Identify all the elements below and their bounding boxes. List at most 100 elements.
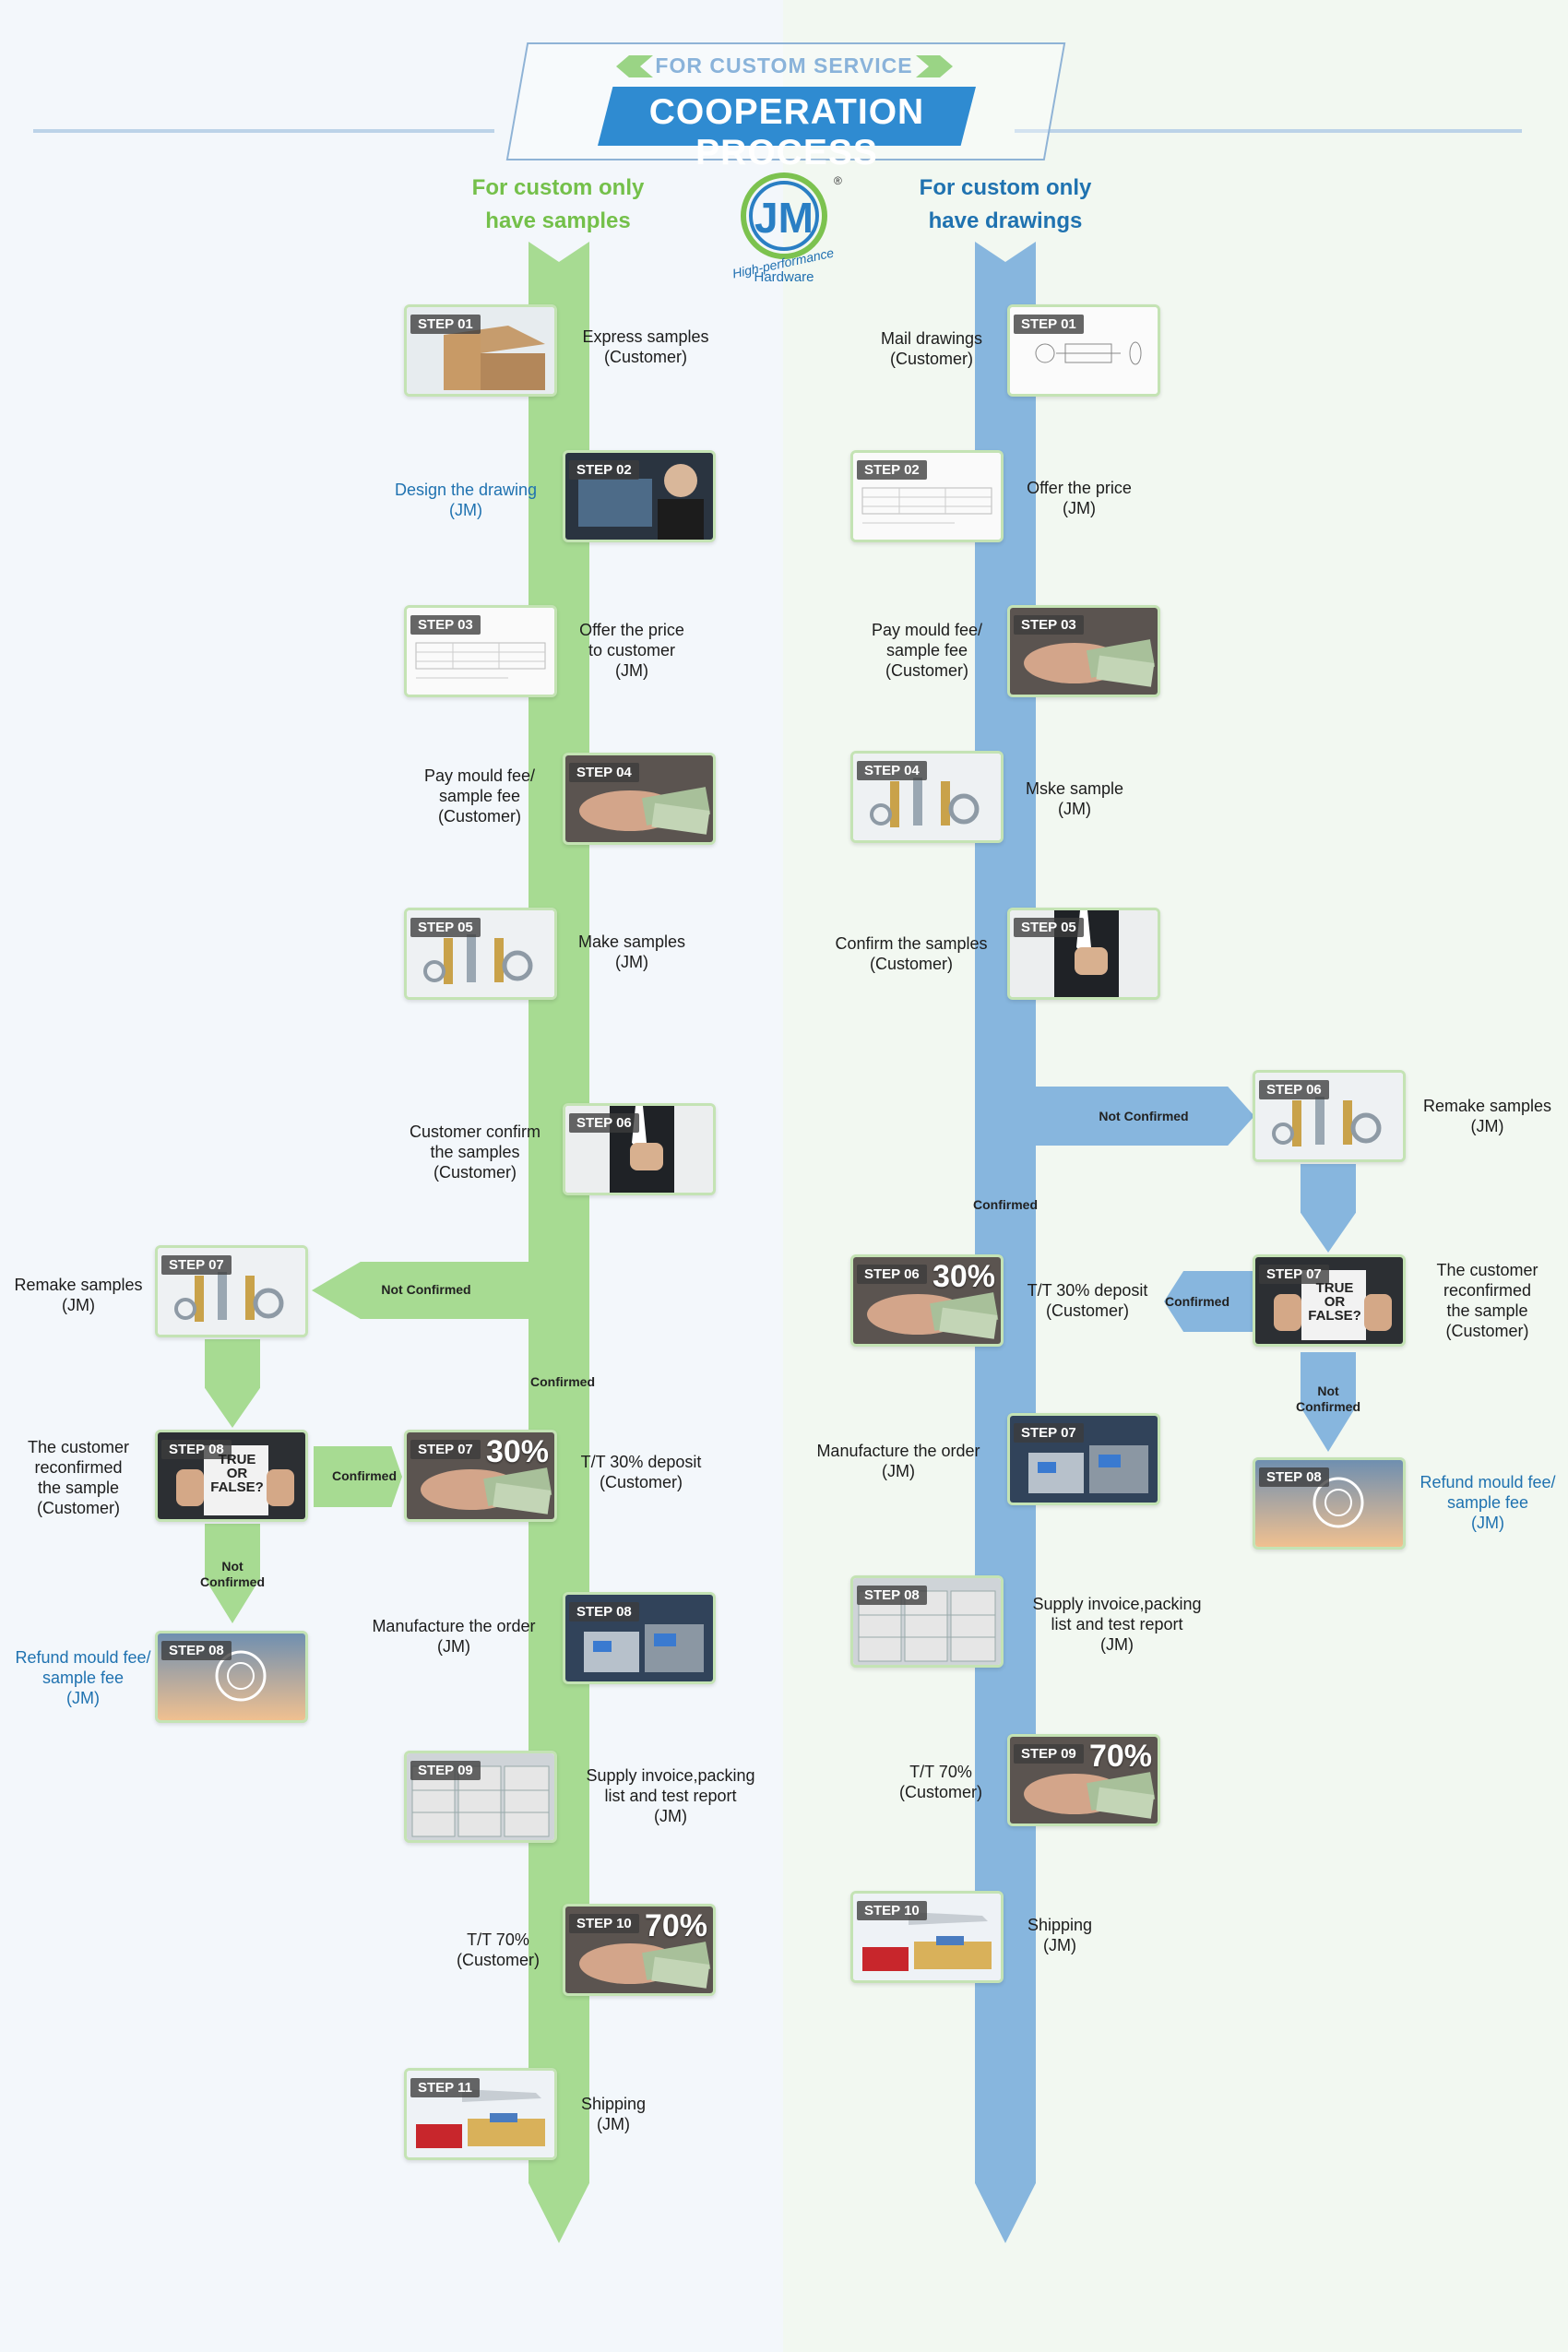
card-text: TRUE OR FALSE?: [1308, 1280, 1361, 1324]
step-tag: STEP 10: [569, 1914, 639, 1933]
step-tag: STEP 07: [410, 1440, 481, 1459]
left-step-11-shipping-label: Shipping (JM): [580, 2095, 647, 2133]
right-step-4-label: Mske sample (JM): [1025, 779, 1124, 818]
right-step-2-label: Offer the price (JM): [1027, 479, 1132, 517]
right-flow-confirmed-side: Confirmed: [1165, 1294, 1229, 1309]
step-tag: STEP 08: [161, 1641, 232, 1660]
percent-badge: 70%: [644, 1908, 707, 1943]
left-step-7-remake-card: STEP 07: [155, 1245, 308, 1337]
step-tag: STEP 06: [857, 1265, 927, 1284]
step-tag: STEP 08: [857, 1586, 927, 1605]
left-step-7-deposit-label: T/T 30% deposit (Customer): [580, 1453, 702, 1491]
right-step-1-label: Mail drawings (Customer): [880, 329, 983, 368]
step-tag: STEP 03: [410, 615, 481, 635]
step-tag: STEP 10: [857, 1901, 927, 1920]
left-step-11-shipping-card: STEP 11: [404, 2068, 557, 2160]
left-step-6-label: Customer confirm the samples (Customer): [409, 1123, 541, 1182]
right-flow-confirmed: Confirmed: [973, 1197, 1038, 1212]
right-step-6-deposit-card: STEP 06 30%: [850, 1254, 1004, 1347]
step-tag: STEP 11: [410, 2078, 480, 2097]
left-step-10-balance-label: T/T 70% (Customer): [456, 1930, 540, 1969]
logo-ring: [741, 172, 827, 259]
left-flow-confirmed: Confirmed: [530, 1374, 595, 1389]
header-line-left: [33, 129, 494, 133]
right-step-10-shipping-card: STEP 10: [850, 1891, 1004, 1983]
step-tag: STEP 06: [569, 1113, 639, 1133]
right-confirmed-side-arrow: [1164, 1271, 1253, 1332]
hardware-icon: [853, 754, 1001, 840]
step-tag: STEP 09: [1014, 1744, 1084, 1764]
step-tag: STEP 05: [410, 918, 481, 937]
left-step-5-card: STEP 05: [404, 908, 557, 1000]
left-flow-confirmed-side: Confirmed: [332, 1468, 397, 1483]
left-step-4-label: Pay mould fee/ sample fee (Customer): [423, 766, 536, 826]
left-step-8-reconfirm-label: The customer reconfirmed the sample (Cus…: [27, 1438, 130, 1517]
money-icon: [407, 1432, 554, 1519]
left-remake-down-arrow: [205, 1339, 260, 1428]
right-step-9-balance-label: T/T 70% (Customer): [898, 1763, 982, 1801]
right-step-6-remake-label: Remake samples (JM): [1422, 1097, 1552, 1135]
right-step-9-balance-card: STEP 09 70%: [1007, 1734, 1160, 1826]
step-tag: STEP 07: [1014, 1423, 1084, 1443]
step-tag: STEP 02: [857, 460, 927, 480]
left-step-4-card: STEP 04: [563, 753, 716, 845]
step-tag: STEP 07: [161, 1255, 232, 1275]
left-step-9-invoice-label: Supply invoice,packing list and test rep…: [586, 1766, 755, 1825]
step-tag: STEP 08: [161, 1440, 232, 1459]
left-step-2-card: STEP 02: [563, 450, 716, 542]
right-step-5-card: STEP 05: [1007, 908, 1160, 1000]
card-text: TRUE OR FALSE?: [210, 1452, 264, 1495]
step-tag: STEP 09: [410, 1761, 481, 1780]
left-not-confirmed-arrow: [312, 1262, 533, 1319]
right-flow-not-confirmed-down: Not Confirmed: [1296, 1384, 1360, 1414]
left-step-1-card: STEP 01: [404, 304, 557, 397]
step-tag: STEP 04: [569, 763, 639, 782]
logo-subtitle: Hardware: [754, 269, 814, 285]
header: FOR CUSTOM SERVICE COOPERATION PROCESS: [0, 0, 1568, 172]
left-step-8-manufacture-label: Manufacture the order (JM): [372, 1617, 536, 1656]
left-step-5-label: Make samples (JM): [577, 932, 686, 971]
right-step-5-label: Confirm the samples (Customer): [835, 934, 988, 973]
right-step-1-card: STEP 01: [1007, 304, 1160, 397]
step-tag: STEP 04: [857, 761, 927, 780]
left-confirmed-side-arrow: [314, 1446, 402, 1507]
right-step-6-deposit-label: T/T 30% deposit (Customer): [1027, 1281, 1148, 1320]
step-tag: STEP 02: [569, 460, 639, 480]
left-step-3-label: Offer the price to customer (JM): [579, 621, 684, 680]
header-title-banner: [598, 87, 976, 146]
right-flow-not-confirmed: Not Confirmed: [1099, 1109, 1189, 1123]
page-title: COOPERATION PROCESS: [648, 92, 925, 172]
left-step-8-refund-card: STEP 08: [155, 1631, 308, 1723]
logo-letters: JM: [754, 194, 814, 242]
percent-badge: 30%: [485, 1434, 549, 1469]
right-step-2-card: STEP 02: [850, 450, 1004, 542]
left-step-9-invoice-card: STEP 09: [404, 1751, 557, 1843]
right-step-8-refund-label: Refund mould fee/ sample fee (JM): [1420, 1473, 1556, 1532]
right-step-6-remake-card: STEP 06: [1253, 1070, 1406, 1162]
right-step-10-shipping-label: Shipping (JM): [1027, 1916, 1093, 1954]
right-step-7-manufacture-card: STEP 07: [1007, 1413, 1160, 1505]
left-step-7-deposit-card: STEP 07 30%: [404, 1430, 557, 1522]
step-tag: STEP 06: [1259, 1080, 1329, 1099]
header-line-right: [1015, 129, 1522, 133]
logo-inner-ring: [749, 181, 819, 251]
step-tag: STEP 01: [410, 315, 481, 334]
company-logo: JM ® High-performance: [731, 172, 842, 281]
left-column-heading: For custom only have samples: [471, 175, 645, 233]
right-step-7-manufacture-label: Manufacture the order (JM): [816, 1442, 980, 1480]
step-tag: STEP 08: [1259, 1467, 1329, 1487]
left-flow-not-confirmed: Not Confirmed: [381, 1282, 471, 1297]
left-step-1-label: Express samples (Customer): [582, 327, 709, 366]
money-icon: [565, 1907, 713, 1993]
document-icon: [853, 453, 1001, 540]
left-step-10-balance-card: STEP 10 70%: [563, 1904, 716, 1996]
right-column-heading: For custom only have drawings: [919, 175, 1092, 233]
right-step-3-card: STEP 03: [1007, 605, 1160, 697]
right-step-4-card: STEP 04: [850, 751, 1004, 843]
left-step-3-card: STEP 03: [404, 605, 557, 697]
left-step-8-refund-label: Refund mould fee/ sample fee (JM): [15, 1648, 151, 1707]
right-step-8-invoice-label: Supply invoice,packing list and test rep…: [1032, 1595, 1202, 1654]
right-step-8-invoice-card: STEP 08: [850, 1575, 1004, 1668]
right-step-3-label: Pay mould fee/ sample fee (Customer): [871, 621, 983, 680]
money-icon: [853, 1257, 1001, 1344]
